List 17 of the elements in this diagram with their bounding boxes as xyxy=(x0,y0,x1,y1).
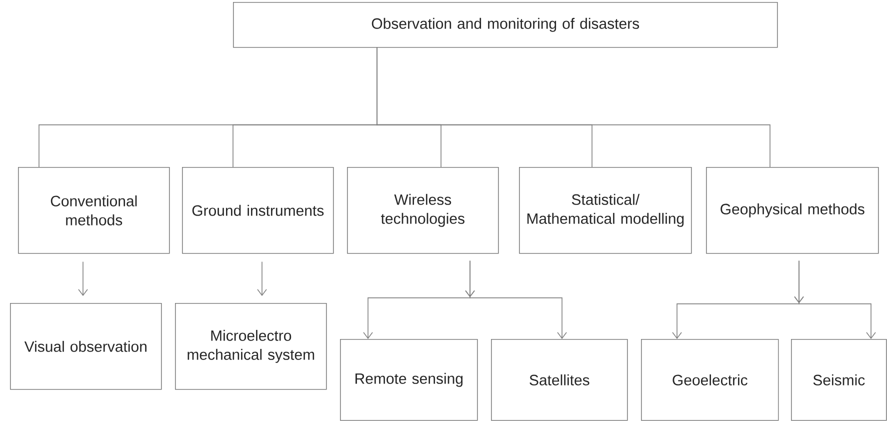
category-box: Geophysical methods xyxy=(706,167,879,254)
category-box: Remote sensing xyxy=(340,339,478,421)
category-box: Microelectro mechanical system xyxy=(175,303,327,390)
connector xyxy=(257,261,267,296)
category-box: Ground instruments xyxy=(182,167,334,254)
category-box: Visual observation xyxy=(10,303,162,390)
connector xyxy=(794,260,876,339)
category-box: Conventional methods xyxy=(18,167,170,254)
category-box: Statistical/ Mathematical modelling xyxy=(519,167,692,254)
category-box: Seismic xyxy=(791,339,887,421)
category-box: Geoelectric xyxy=(641,339,779,421)
connector xyxy=(465,260,567,339)
connector xyxy=(78,261,88,296)
category-box: Satellites xyxy=(491,339,628,421)
category-box: Wireless technologies xyxy=(347,167,499,254)
title-box: Observation and monitoring of disasters xyxy=(233,2,778,48)
connector xyxy=(376,47,770,168)
